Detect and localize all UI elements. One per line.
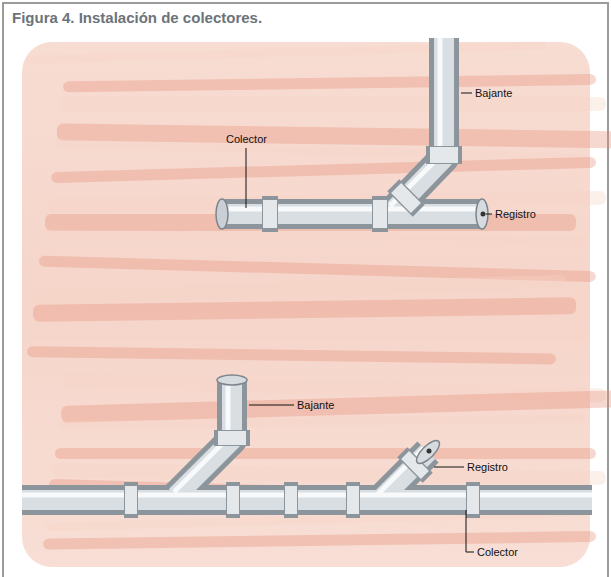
brush-streak xyxy=(55,448,596,459)
brush-streak xyxy=(42,229,586,245)
part-label: Bajante xyxy=(475,87,512,100)
brush-streak xyxy=(51,157,596,183)
figure-title: Figura 4. Instalación de colectores. xyxy=(12,9,262,27)
brush-streak xyxy=(60,97,606,111)
brush-streak xyxy=(58,414,586,429)
brush-streak xyxy=(63,74,596,92)
brush-streak xyxy=(33,297,576,322)
brush-background xyxy=(22,41,611,567)
part-label: Registro xyxy=(495,208,536,221)
part-label: Colector xyxy=(226,133,267,146)
brush-streak xyxy=(54,139,586,162)
top-pipe-assembly xyxy=(216,38,488,229)
part-label: Bajante xyxy=(297,399,334,412)
brush-streak xyxy=(30,331,586,339)
part-label: Colector xyxy=(477,546,518,559)
brush-streak xyxy=(27,346,556,364)
leader-lines xyxy=(246,93,492,552)
brush-streak xyxy=(26,41,546,64)
figure-frame xyxy=(3,3,608,577)
bottom-pipe-assembly xyxy=(22,375,592,500)
part-label: Registro xyxy=(467,461,508,474)
